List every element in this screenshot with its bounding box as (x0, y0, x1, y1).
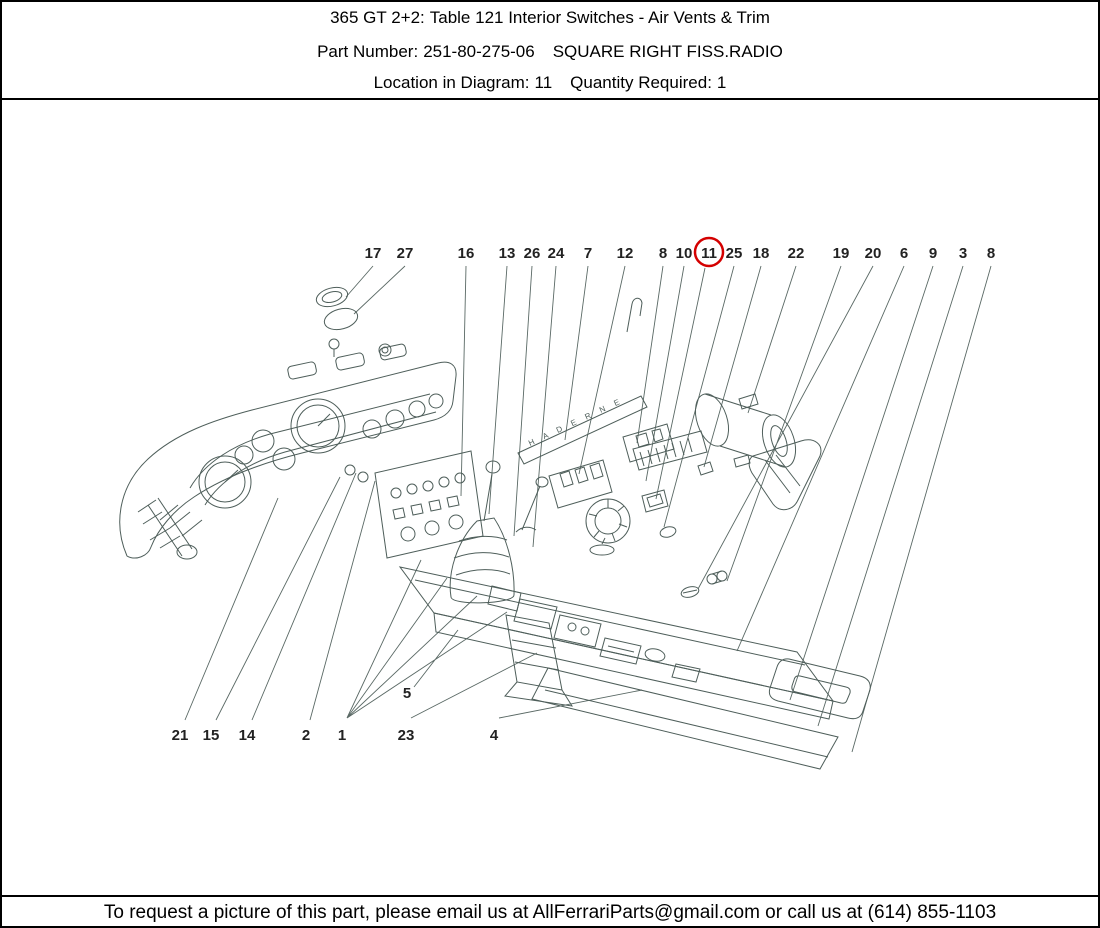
callout-10: 10 (676, 245, 693, 262)
callout-26: 26 (524, 245, 541, 262)
callout-6: 6 (900, 245, 908, 262)
callout-21: 21 (172, 727, 189, 744)
callout-labels-top: 17 27 16 13 26 24 7 12 8 10 11 25 18 22 … (365, 245, 996, 262)
quantity-value: 1 (716, 72, 727, 92)
callout-7: 7 (584, 245, 592, 262)
header-location-row: Location in Diagram: 11 Quantity Require… (0, 67, 1100, 100)
callout-3: 3 (959, 245, 967, 262)
dashboard-sketch (119, 286, 457, 560)
callout-15: 15 (203, 727, 220, 744)
quantity-label: Quantity Required: (570, 72, 712, 92)
callout-9: 9 (929, 245, 937, 262)
footer-contact-text: To request a picture of this part, pleas… (103, 901, 997, 923)
part-number-value: 251-80-275-06 (423, 41, 535, 61)
callout-25: 25 (726, 245, 743, 262)
callout-8: 8 (659, 245, 667, 262)
location-label: Location in Diagram: (373, 72, 530, 92)
trim-strip-sketch (517, 297, 648, 465)
callout-24: 24 (548, 245, 565, 262)
round-vent-sketch (585, 498, 631, 556)
callout-19: 19 (833, 245, 850, 262)
callout-12: 12 (617, 245, 634, 262)
callout-4: 4 (490, 727, 499, 744)
callout-labels-bottom: 21 15 14 2 1 23 4 5 (172, 685, 499, 744)
callout-20: 20 (865, 245, 882, 262)
callout-23: 23 (398, 727, 415, 744)
part-name: SQUARE RIGHT FISS.RADIO (552, 41, 783, 61)
handbrake-boot-sketch (748, 439, 822, 511)
callout-11-highlighted: 11 (701, 245, 717, 262)
callout-1: 1 (338, 727, 346, 744)
leader-lines-bottom (184, 472, 643, 721)
callout-8-right: 8 (987, 245, 995, 262)
callout-14: 14 (239, 727, 256, 744)
footer-contact-bar: To request a picture of this part, pleas… (0, 895, 1100, 928)
callout-17: 17 (365, 245, 382, 262)
callout-16: 16 (458, 245, 475, 262)
table-title: Table 121 Interior Switches - Air Vents … (429, 8, 770, 27)
callout-13: 13 (499, 245, 516, 262)
part-number-label: Part Number: (317, 41, 419, 61)
callout-5: 5 (403, 685, 411, 702)
header-title-row: 365 GT 2+2: Table 121 Interior Switches … (0, 0, 1100, 38)
callout-18: 18 (753, 245, 770, 262)
callout-27: 27 (397, 245, 414, 262)
radio-panel-sketch (374, 450, 484, 559)
center-console-sketch (398, 566, 871, 770)
header-part-row: Part Number: 251-80-275-06 SQUARE RIGHT … (0, 36, 1100, 69)
leader-lines-top (345, 265, 992, 753)
location-value: 11 (534, 72, 553, 92)
model-name: 365 GT 2+2: (330, 8, 425, 27)
clips-sketch (680, 570, 728, 598)
highlight-circle (693, 236, 725, 268)
callout-22: 22 (788, 245, 805, 262)
callout-2: 2 (302, 727, 310, 744)
switch-plates-sketch (548, 423, 714, 538)
